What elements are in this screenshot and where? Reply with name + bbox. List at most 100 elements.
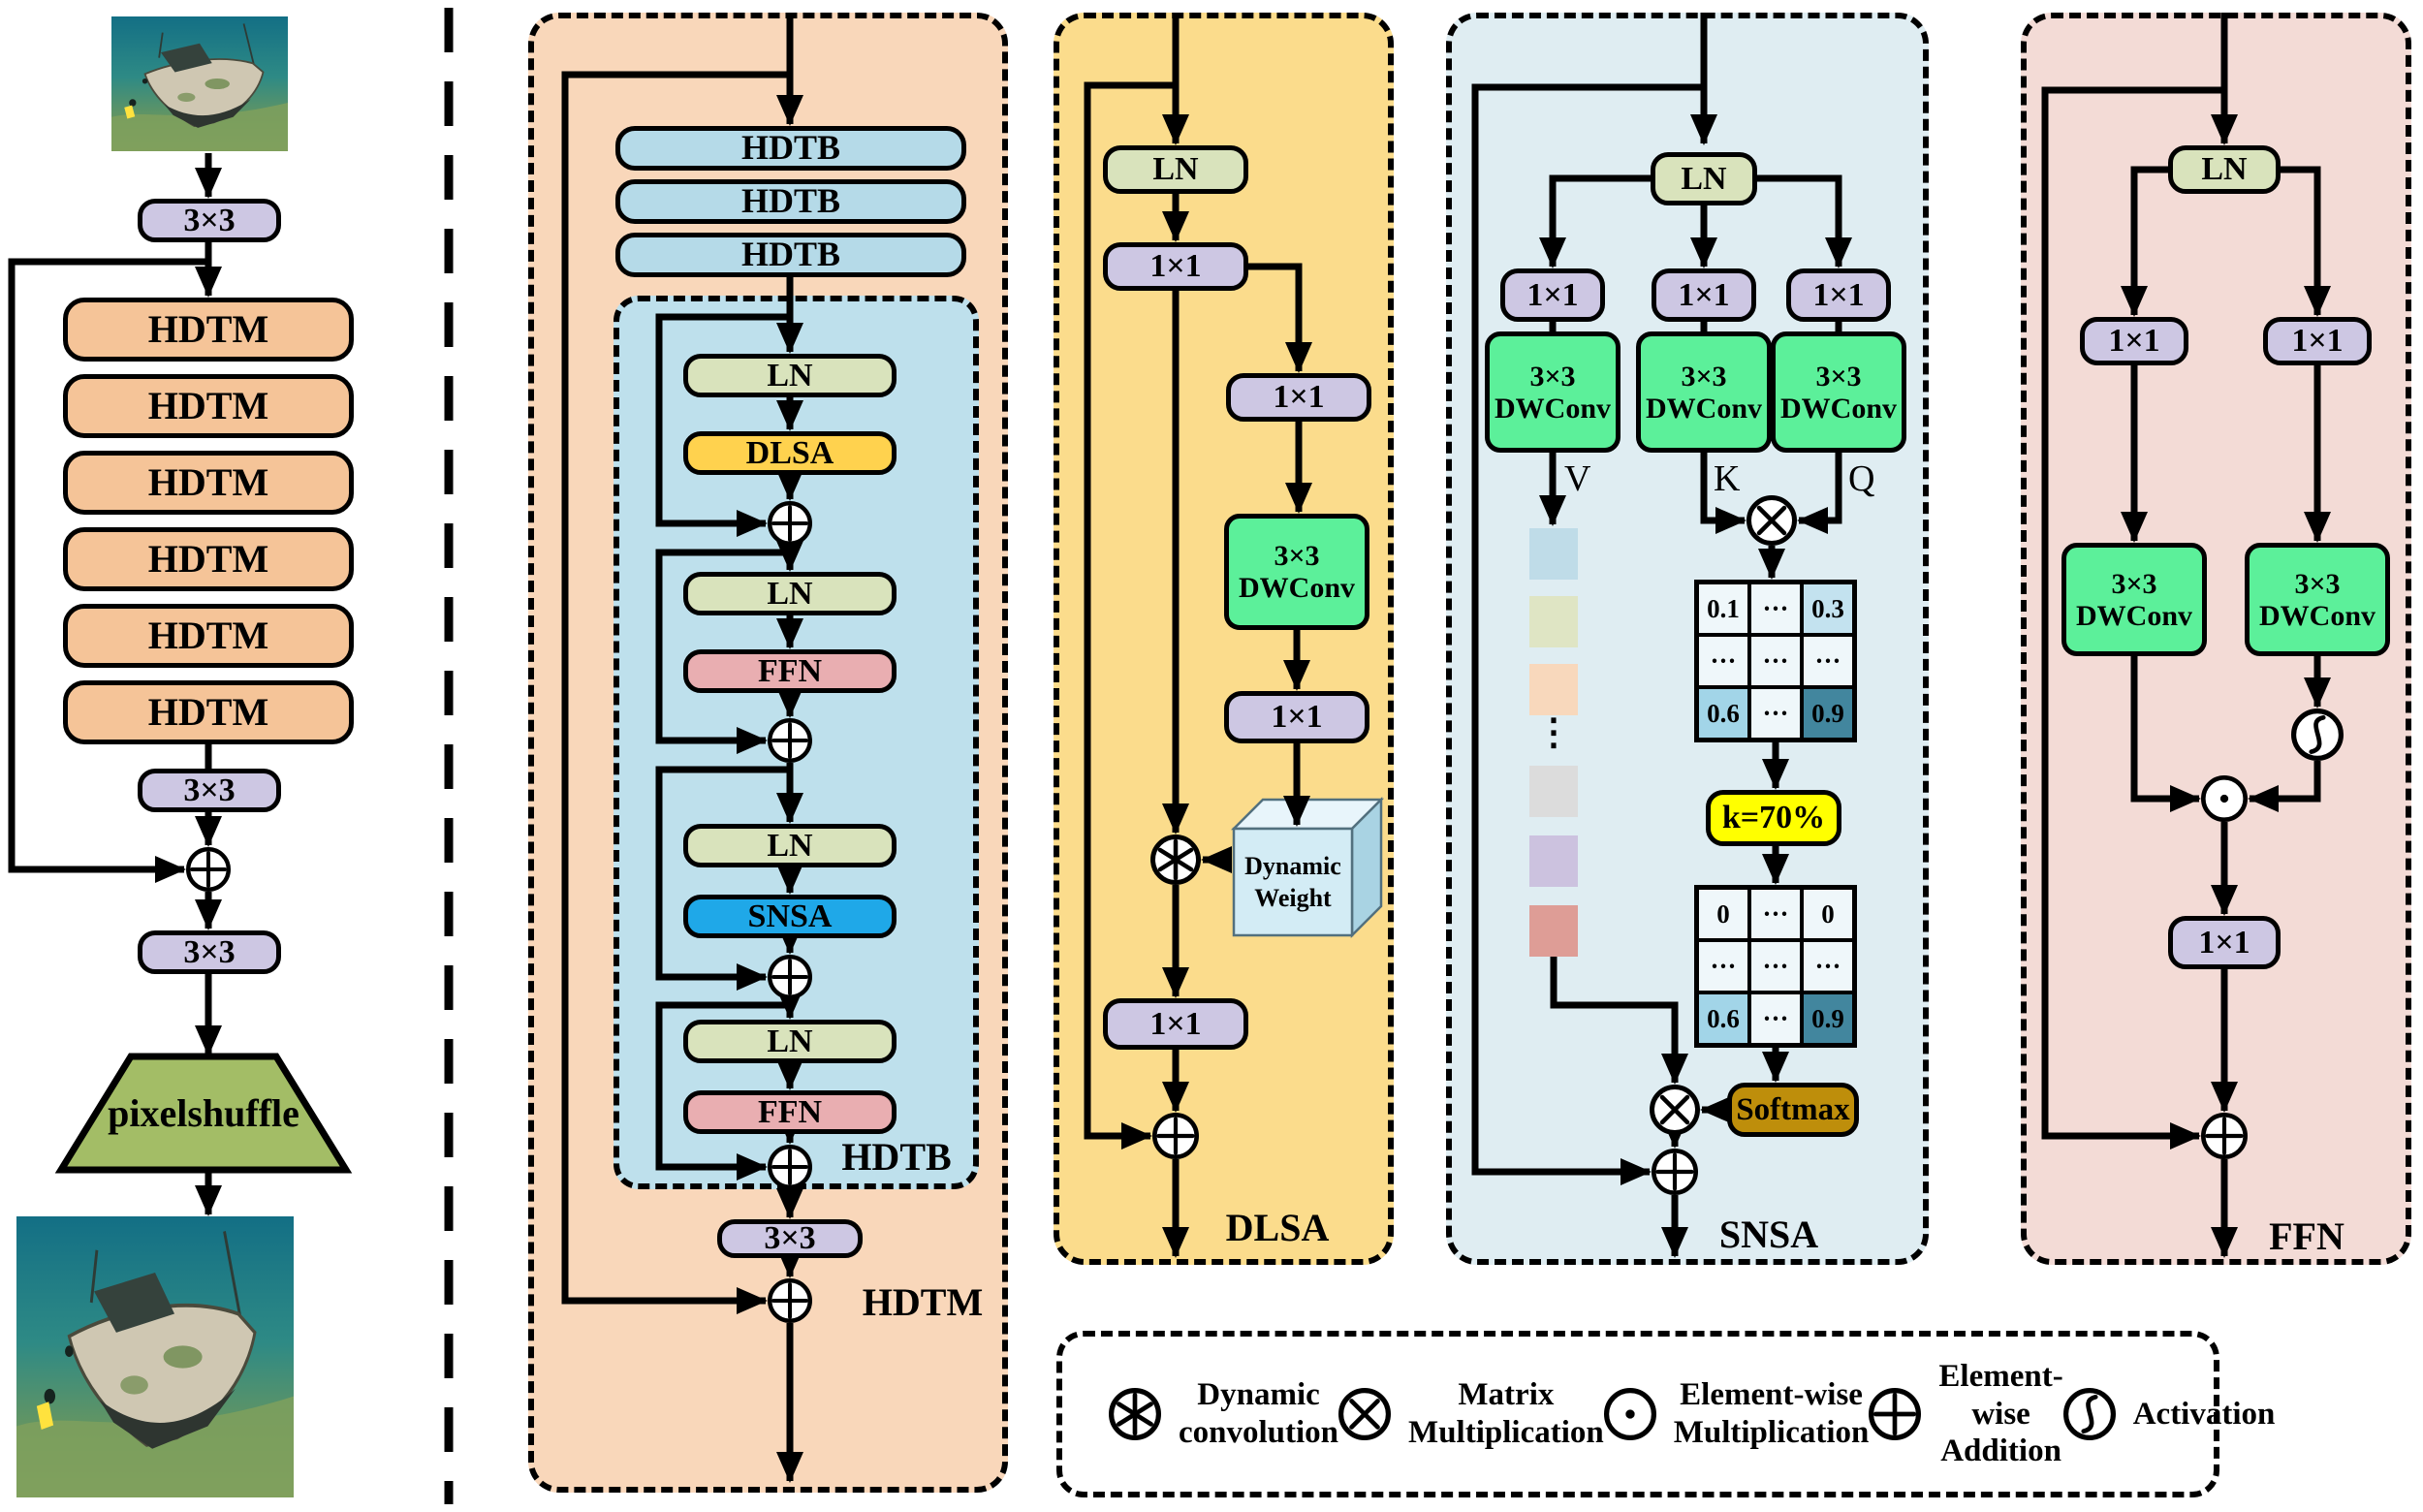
dwconv-box: 3×3 DWConv xyxy=(1636,331,1772,453)
snsa-box: SNSA xyxy=(683,895,897,938)
conv1x1-box: 1×1 xyxy=(2168,916,2281,969)
dlsa-panel xyxy=(1054,13,1394,1265)
element-wise-addition-icon xyxy=(1152,1113,1199,1159)
conv3x3-mid: 3×3 xyxy=(138,769,281,812)
legend-label-line: Dynamic xyxy=(1197,1377,1320,1413)
matrix-multiplication-icon xyxy=(1338,1388,1392,1440)
v-branch-label: V xyxy=(1564,458,1591,499)
layernorm-box: LN xyxy=(683,1020,897,1063)
dwconv-line1: 3×3 xyxy=(1681,360,1727,393)
legend-item: Activation xyxy=(2062,1388,2276,1440)
dwconv-line2: DWConv xyxy=(1494,392,1611,425)
pixelshuffle-label: pixelshuffle xyxy=(108,1090,299,1135)
legend-label-line: Multiplication xyxy=(1408,1415,1604,1450)
matrix-cell: 0.6 xyxy=(1699,689,1747,738)
layernorm-box: LN xyxy=(2168,145,2281,194)
legend-item: Element-wise Addition xyxy=(1869,1358,2063,1471)
matrix-cell: 0.9 xyxy=(1804,994,1852,1043)
matrix-cell: 0 xyxy=(1804,890,1852,938)
v-feature-square xyxy=(1529,528,1578,580)
activation-icon xyxy=(2291,709,2344,761)
conv3x3-out: 3×3 xyxy=(138,930,281,974)
legend-label: Element-wise Multiplication xyxy=(1674,1376,1870,1452)
dwconv-box: 3×3 DWConv xyxy=(2245,543,2390,656)
conv1x1-box: 1×1 xyxy=(1226,373,1371,422)
dwconv-box: 3×3 DWConv xyxy=(2061,543,2207,656)
legend-label-line: Activation xyxy=(2132,1396,2276,1432)
output-image xyxy=(16,1216,294,1497)
dwconv-line2: DWConv xyxy=(1779,392,1897,425)
dwconv-line2: DWConv xyxy=(2075,599,2192,632)
conv1x1-box: 1×1 xyxy=(1224,691,1369,743)
hdtm-block: HDTM xyxy=(63,527,354,591)
dwconv-line2: DWConv xyxy=(1238,572,1355,604)
dynamic-convolution-icon xyxy=(1109,1388,1161,1440)
dwconv-box: 3×3 DWConv xyxy=(1771,331,1906,453)
dlsa-box: DLSA xyxy=(683,431,897,475)
legend-label-line: Multiplication xyxy=(1673,1415,1870,1450)
ffn-box: FFN xyxy=(683,1090,897,1134)
element-wise-addition-icon xyxy=(768,718,812,763)
vertical-ellipsis: ⋮ xyxy=(1535,712,1572,753)
dwconv-line2: DWConv xyxy=(1645,392,1762,425)
dynamic-weight-line2: Weight xyxy=(1254,883,1332,912)
dwconv-box: 3×3 DWConv xyxy=(1224,514,1369,630)
matrix-multiplication-icon xyxy=(1746,495,1797,546)
v-feature-square xyxy=(1529,596,1578,647)
element-wise-addition-icon xyxy=(768,955,812,999)
v-feature-square xyxy=(1529,766,1578,817)
layernorm-box: LN xyxy=(683,354,897,397)
dwconv-line1: 3×3 xyxy=(1815,360,1862,393)
ffn-box: FFN xyxy=(683,649,897,693)
dwconv-box: 3×3 DWConv xyxy=(1485,331,1621,453)
matrix-multiplication-icon xyxy=(1650,1085,1700,1135)
v-feature-square xyxy=(1529,905,1578,957)
layernorm-box: LN xyxy=(683,572,897,615)
legend-label-line: Element-wise xyxy=(1938,1358,2063,1432)
dynamic-weight-label: Dynamic Weight xyxy=(1220,851,1366,914)
element-wise-addition-icon xyxy=(768,1145,812,1189)
k-branch-label: K xyxy=(1714,458,1741,499)
matrix-cell: ··· xyxy=(1751,890,1800,938)
hdtb-block: HDTB xyxy=(615,179,966,224)
v-feature-square xyxy=(1529,664,1578,715)
legend-label: Matrix Multiplication xyxy=(1408,1376,1604,1452)
attention-matrix-2: 0 ··· 0 ··· ··· ··· 0.6 ··· 0.9 xyxy=(1694,885,1857,1048)
hdtm-block: HDTM xyxy=(63,298,354,362)
conv1x1-box: 1×1 xyxy=(2080,317,2188,365)
conv1x1-box: 1×1 xyxy=(2263,317,2372,365)
element-wise-multiplication-icon xyxy=(2201,775,2248,822)
matrix-cell: 0.6 xyxy=(1699,994,1747,1043)
matrix-cell: ··· xyxy=(1751,637,1800,685)
topk-box: k=70% xyxy=(1706,790,1841,846)
matrix-cell: 0.9 xyxy=(1804,689,1852,738)
dwconv-line1: 3×3 xyxy=(1274,540,1320,572)
element-wise-addition-icon xyxy=(2201,1113,2248,1159)
q-branch-label: Q xyxy=(1848,458,1875,499)
conv3x3-input: 3×3 xyxy=(138,199,281,242)
legend-item: Element-wise Multiplication xyxy=(1603,1376,1870,1452)
dlsa-panel-title: DLSA xyxy=(1225,1206,1330,1249)
hdtm-block: HDTM xyxy=(63,374,354,438)
matrix-cell: 0.3 xyxy=(1804,584,1852,633)
matrix-cell: ··· xyxy=(1804,637,1852,685)
input-image xyxy=(111,16,288,151)
softmax-box: Softmax xyxy=(1727,1083,1859,1137)
matrix-cell: ··· xyxy=(1699,637,1747,685)
dwconv-line1: 3×3 xyxy=(2294,567,2341,600)
hdtm-block: HDTM xyxy=(63,451,354,515)
legend-label-line: convolution xyxy=(1179,1415,1339,1450)
hdtb-block: HDTB xyxy=(615,233,966,277)
legend-label-line: Addition xyxy=(1940,1433,2061,1469)
ffn-panel-title: FFN xyxy=(2269,1214,2344,1258)
conv3x3-hdtm: 3×3 xyxy=(717,1219,863,1258)
element-wise-multiplication-icon xyxy=(1603,1388,1656,1440)
hdtm-block: HDTM xyxy=(63,680,354,744)
matrix-cell: 0 xyxy=(1699,890,1747,938)
matrix-cell: ··· xyxy=(1751,689,1800,738)
dwconv-line2: DWConv xyxy=(2258,599,2376,632)
underwater-scene-icon xyxy=(111,16,288,151)
dynamic-weight-line1: Dynamic xyxy=(1244,852,1341,880)
element-wise-addition-icon xyxy=(1652,1149,1698,1195)
conv1x1-box: 1×1 xyxy=(1103,242,1248,291)
